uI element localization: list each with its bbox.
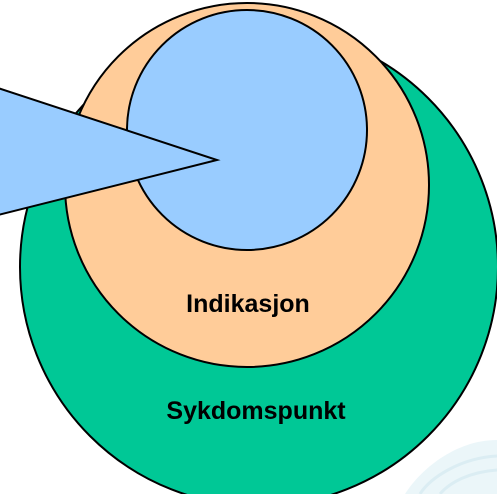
watermark-swirl — [405, 440, 497, 494]
inner-circle — [127, 10, 367, 250]
sykdomspunkt-label: Sykdomspunkt — [166, 397, 346, 425]
indikasjon-label: Indikasjon — [186, 290, 310, 318]
